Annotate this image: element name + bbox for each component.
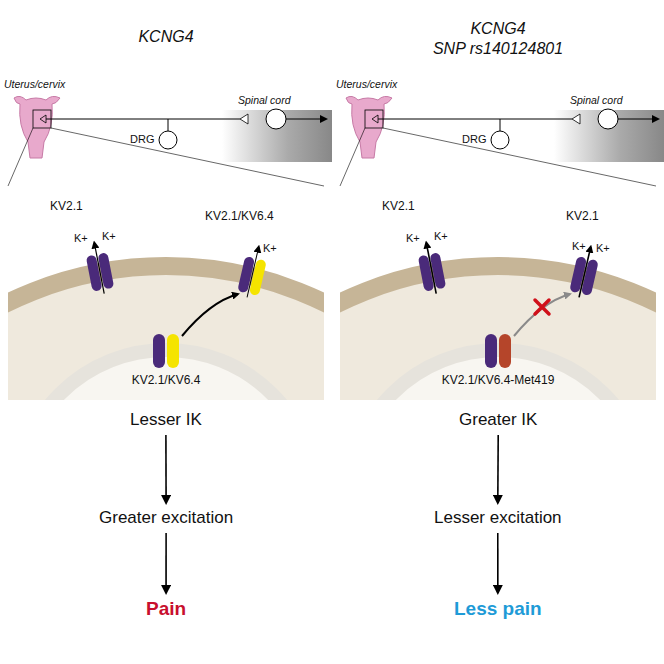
label: Spinal cord [570, 94, 623, 106]
label: K+ [102, 230, 116, 243]
flow-step: Lesser IK [126, 408, 206, 432]
label: K+ [572, 240, 586, 253]
flow-arrow [497, 533, 499, 593]
flow-step: Less pain [450, 596, 546, 622]
flow-step: Greater excitation [95, 506, 237, 530]
label: DRG [462, 133, 486, 146]
flow-step: Lesser excitation [430, 506, 566, 530]
step-text: Lesser IK [130, 410, 202, 430]
flow-arrow [497, 435, 499, 503]
label: K+ [434, 230, 448, 243]
label: K+ [74, 232, 88, 245]
label: Spinal cord [238, 94, 291, 106]
label: KV2.1 [566, 210, 599, 224]
label: K+ [263, 242, 277, 255]
label: KV2.1 [382, 200, 415, 214]
label: K+ [596, 242, 610, 255]
flow-arrow [165, 533, 167, 593]
step-text: Less pain [454, 598, 542, 620]
label: SNP rs140124801 [433, 40, 563, 58]
step-text: Greater IK [459, 410, 537, 430]
flow-step: Greater IK [455, 408, 541, 432]
label: KCNG4 [470, 20, 525, 38]
label: KV2.1/KV6.4-Met419 [442, 374, 555, 388]
label: KV2.1/KV6.4 [205, 210, 274, 224]
label: KV2.1 [50, 200, 83, 214]
label: K+ [406, 232, 420, 245]
label: KCNG4 [138, 28, 193, 46]
label: Uterus/cervix [4, 78, 65, 90]
step-text: Pain [146, 598, 186, 620]
step-text: Lesser excitation [434, 508, 562, 528]
label: KV2.1/KV6.4 [132, 374, 201, 388]
flow-arrow [165, 435, 167, 503]
flow-step: Pain [142, 596, 190, 622]
label: Uterus/cervix [336, 78, 397, 90]
label: DRG [130, 133, 154, 146]
step-text: Greater excitation [99, 508, 233, 528]
